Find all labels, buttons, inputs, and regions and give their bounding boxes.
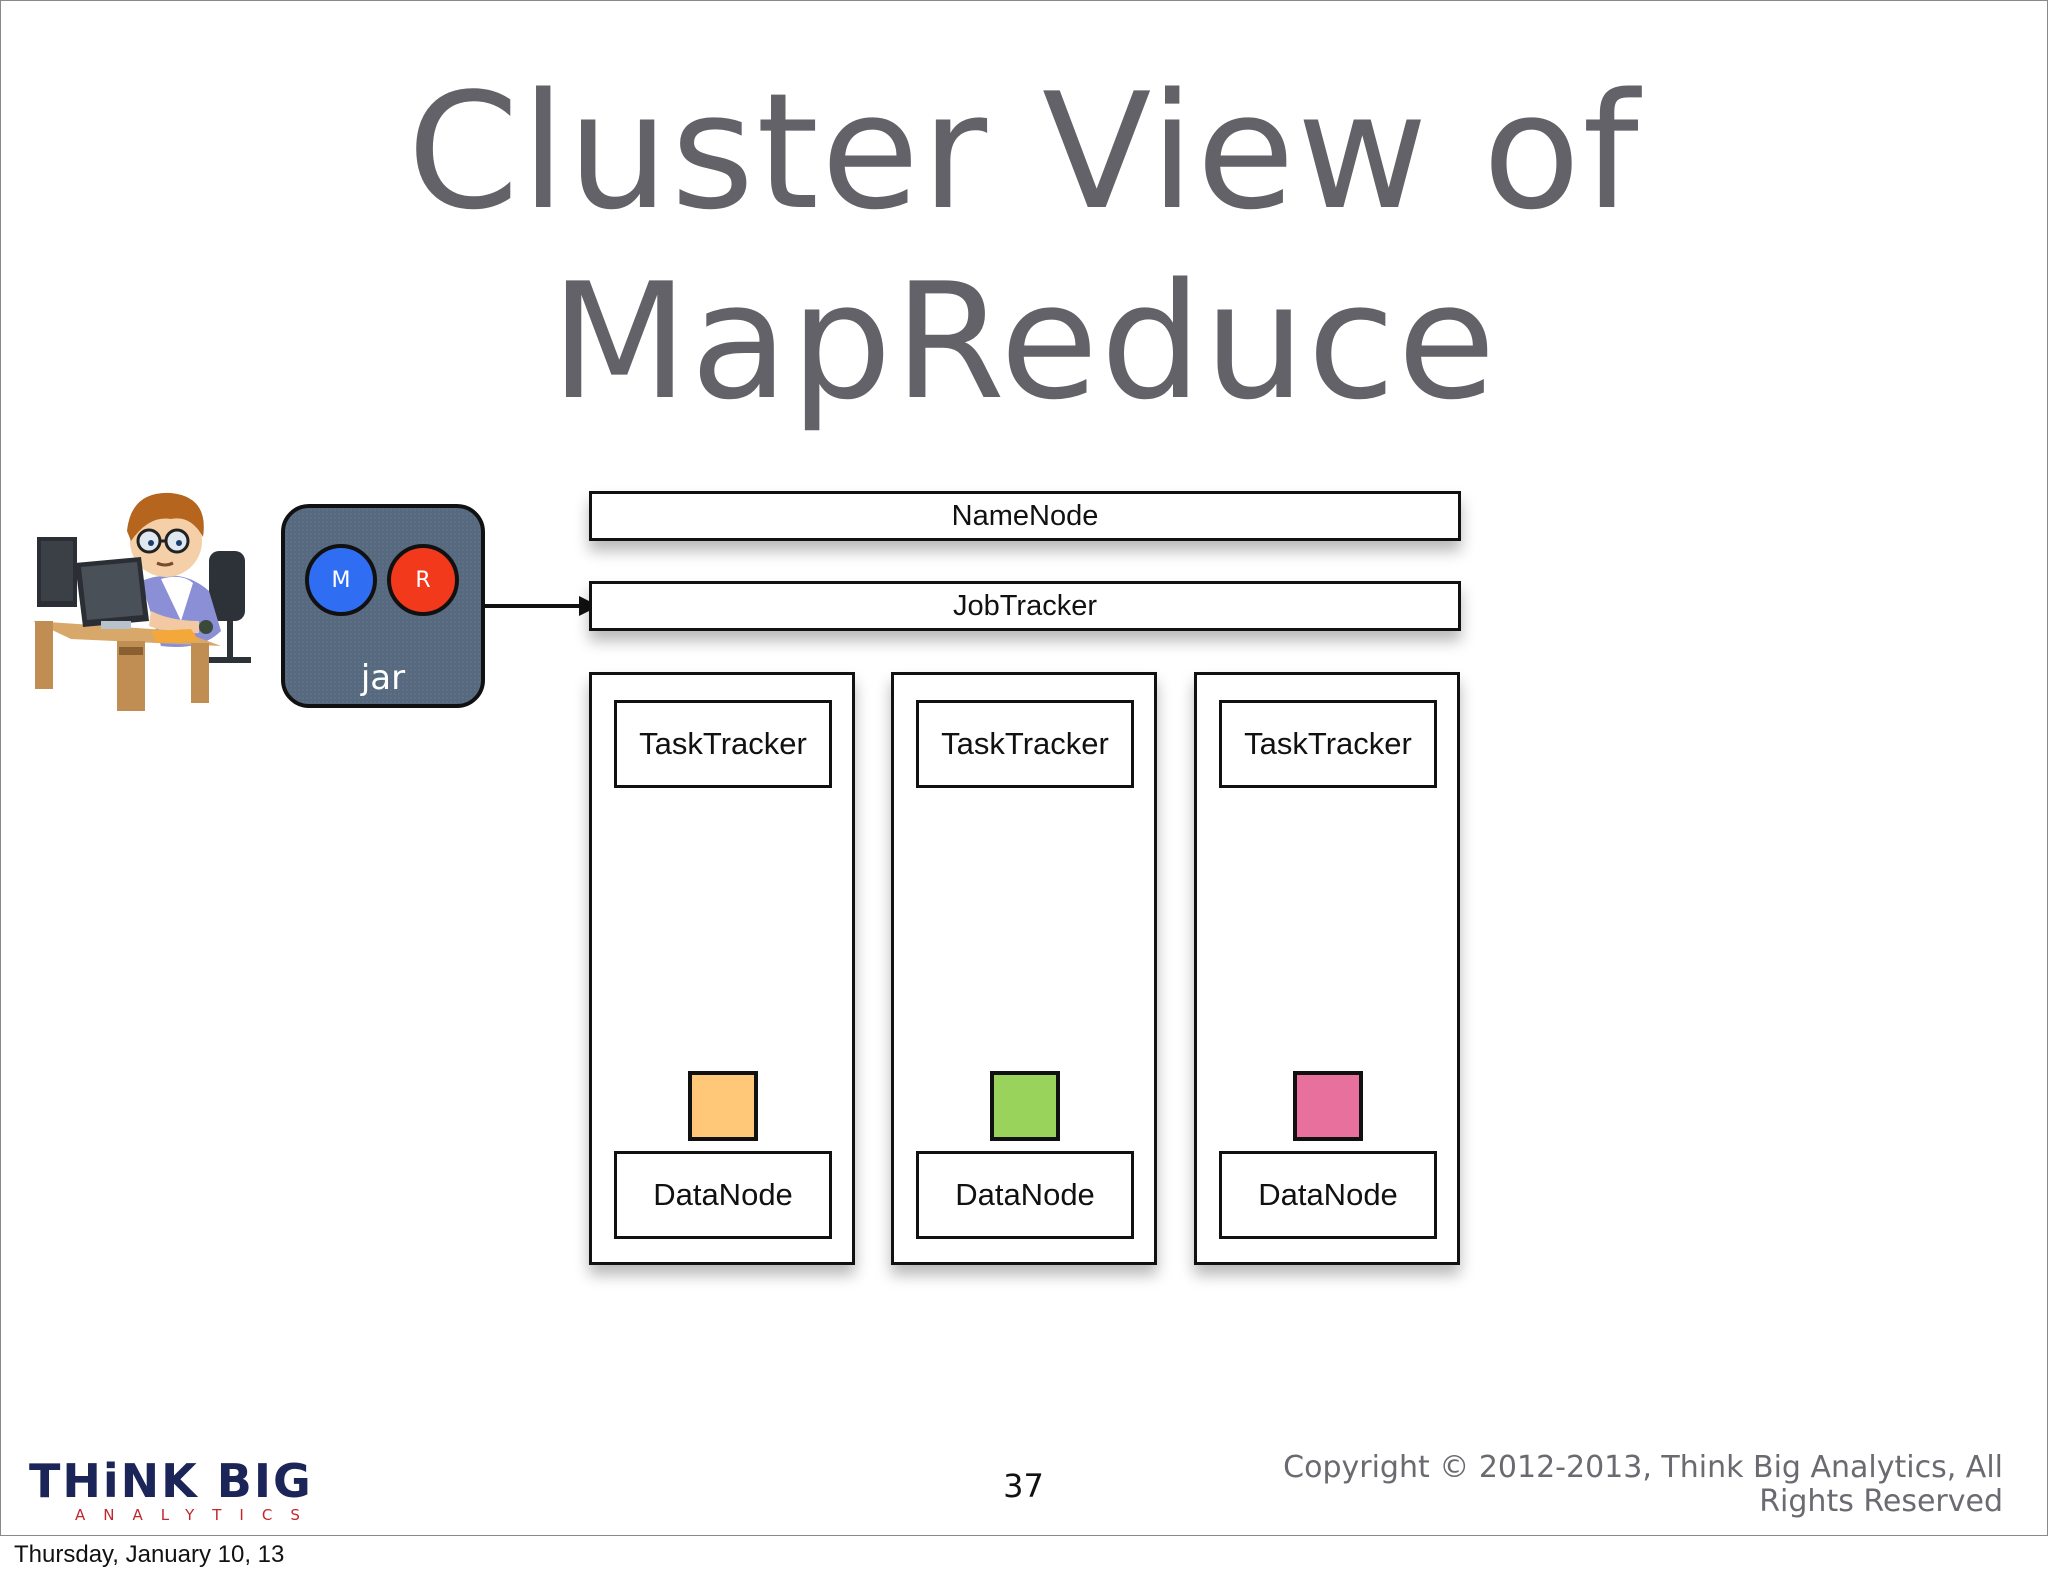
worker-node-2: TaskTracker DataNode [891, 672, 1157, 1265]
title-line-2: MapReduce [550, 248, 1498, 435]
map-function-icon: M [305, 544, 377, 616]
logo-main: THiNK BIG [29, 1454, 313, 1508]
copyright: Copyright © 2012-2013, Think Big Analyti… [1243, 1451, 2003, 1519]
copyright-line-2: Rights Reserved [1759, 1484, 2003, 1519]
slide: Cluster View of MapReduce [0, 0, 2048, 1536]
data-block [990, 1071, 1060, 1141]
jar-label: jar [360, 658, 406, 698]
slide-date: Thursday, January 10, 13 [14, 1541, 285, 1568]
data-block [688, 1071, 758, 1141]
datanode-box: DataNode [614, 1151, 832, 1239]
jobtracker-label: JobTracker [953, 589, 1097, 622]
datanode-box: DataNode [916, 1151, 1134, 1239]
jar-package: M R jar [281, 504, 485, 708]
think-big-logo: THiNK BIG ANALYTICS [29, 1456, 339, 1524]
page-number: 37 [1003, 1467, 1044, 1505]
date-bar [0, 1536, 2048, 1576]
title-line-1: Cluster View of [407, 58, 1641, 245]
developer-illustration [33, 492, 251, 711]
jobtracker-box: JobTracker [589, 581, 1461, 631]
tasktracker-box: TaskTracker [916, 700, 1134, 788]
reduce-function-icon: R [387, 544, 459, 616]
slide-title: Cluster View of MapReduce [1, 57, 2047, 437]
tasktracker-box: TaskTracker [614, 700, 832, 788]
data-block [1293, 1071, 1363, 1141]
worker-node-3: TaskTracker DataNode [1194, 672, 1460, 1265]
arrow-right-icon [483, 596, 599, 616]
tasktracker-box: TaskTracker [1219, 700, 1437, 788]
logo-sub: ANALYTICS [75, 1506, 318, 1524]
datanode-box: DataNode [1219, 1151, 1437, 1239]
copyright-line-1: Copyright © 2012-2013, Think Big Analyti… [1283, 1450, 2003, 1485]
namenode-label: NameNode [951, 499, 1099, 532]
namenode-box: NameNode [589, 491, 1461, 541]
worker-node-1: TaskTracker DataNode [589, 672, 855, 1265]
